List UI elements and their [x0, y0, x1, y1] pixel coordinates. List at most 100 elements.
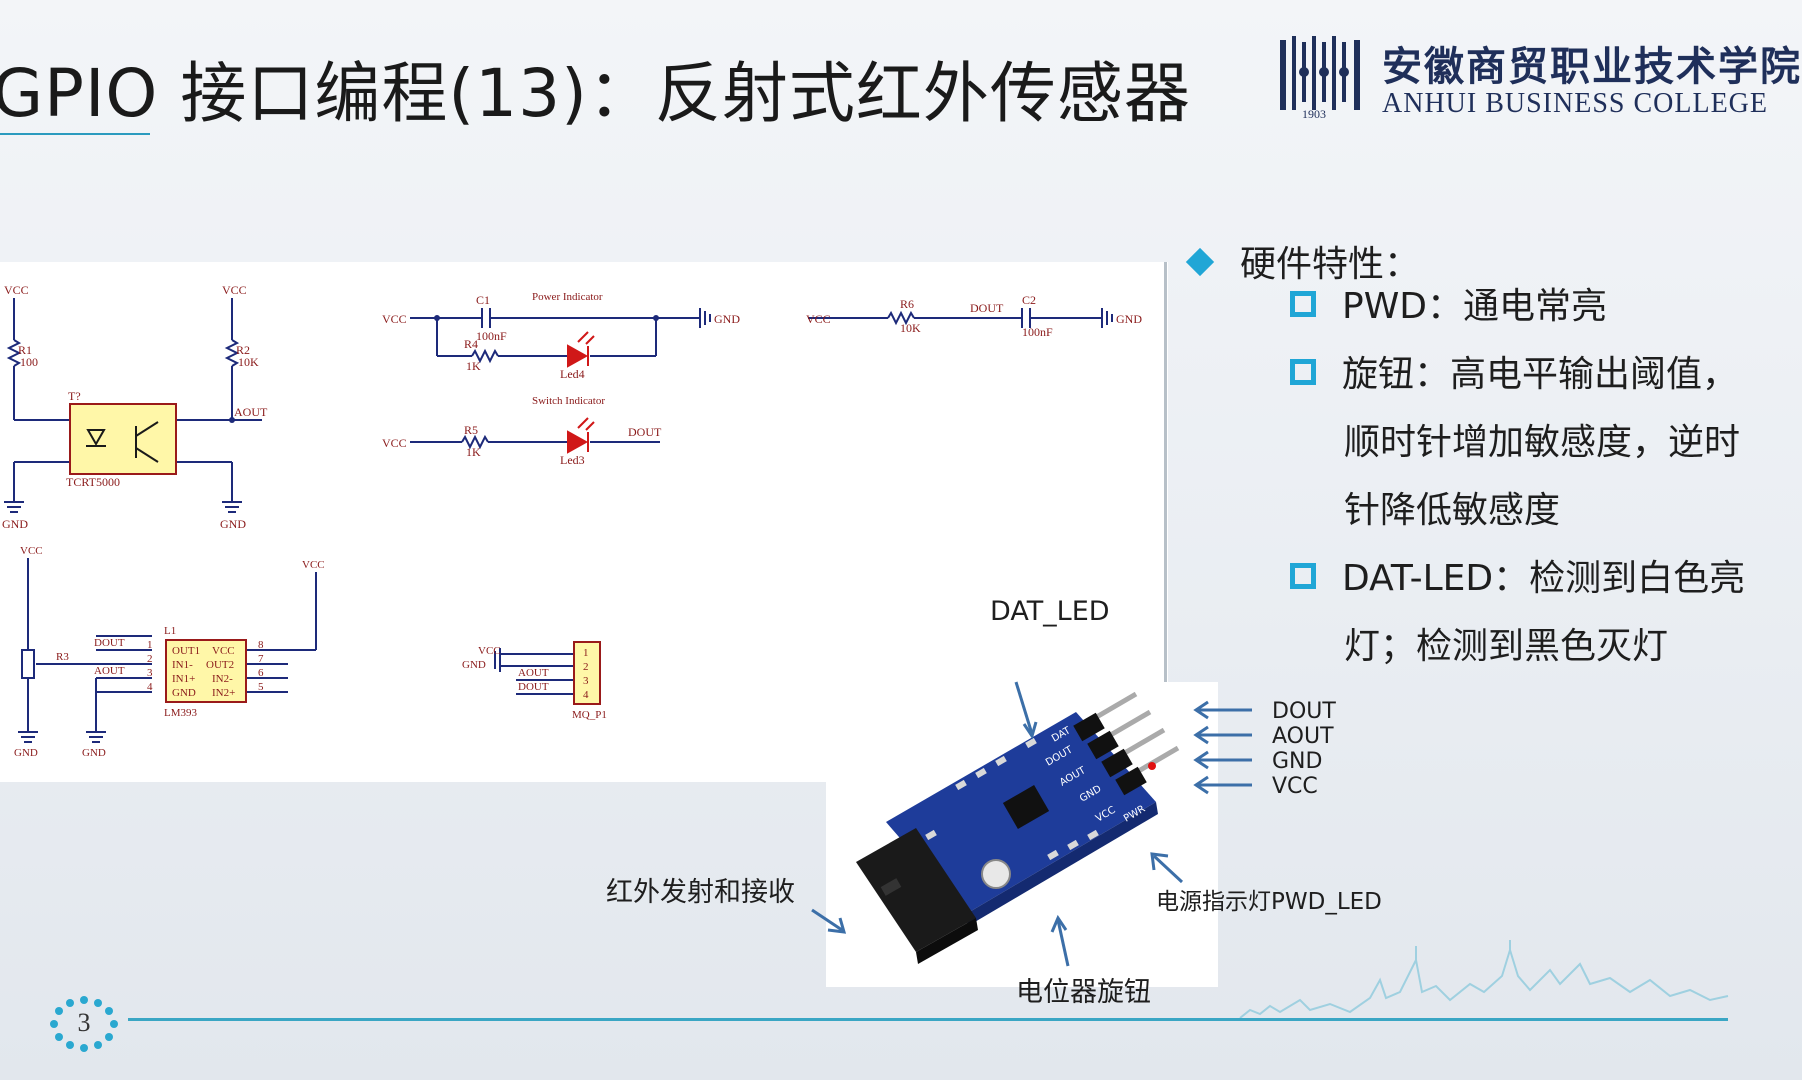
feature-item-knob: 旋钮：高电平输出阈值， [1290, 341, 1738, 409]
ir-label: 红外发射和接收 [606, 877, 795, 908]
logo-year: 1903 [1302, 107, 1326, 121]
mq-pin-2: 2 [583, 661, 589, 673]
mq-pin-3: 3 [583, 675, 589, 687]
label-tcrt: TCRT5000 [66, 475, 120, 489]
label-power-indicator: Power Indicator [532, 291, 603, 303]
pin-label-gnd: GND [1272, 749, 1323, 774]
ic-pin-right-1: VCC [212, 645, 235, 657]
label-c1-val: 100nF [476, 329, 507, 343]
label-r6: R6 [900, 297, 914, 311]
pin-arrows-icon [1193, 700, 1252, 795]
ic-pin-left-2: IN1- [172, 659, 193, 671]
label-gnd-2: GND [220, 517, 246, 531]
page-number: 3 [77, 1008, 91, 1037]
pin-label-aout: AOUT [1272, 724, 1334, 749]
label-vcc-3: VCC [382, 312, 407, 326]
mq-pin-4: 4 [583, 689, 589, 701]
dotted-ring-icon [50, 996, 118, 1052]
label-aout-2: AOUT [94, 665, 125, 677]
sensor-board-image: DAT DOUT AOUT GND VCC PWR [856, 691, 1180, 964]
ic-num-1: 1 [147, 639, 153, 651]
label-r2-val: 10K [238, 355, 259, 369]
square-bullet-icon [1290, 291, 1316, 317]
label-aout-1: AOUT [234, 405, 268, 419]
label-l1: L1 [164, 625, 176, 637]
label-vcc-6: VCC [20, 545, 43, 557]
logo-cn-name: 安徽商贸职业技术学院 [1382, 43, 1802, 90]
label-dout-2: DOUT [970, 301, 1004, 315]
circuit-schematic: VCC VCC R1 100 R2 10K T? TCRT5000 AOUT G… [2, 283, 1142, 759]
title-underline [0, 133, 150, 135]
led4-icon [567, 331, 595, 368]
label-gnd-1: GND [2, 517, 28, 531]
page-number-badge: 3 [46, 994, 122, 1054]
ic-pin-right-2: OUT2 [206, 659, 234, 671]
pot-label: 电位器旋钮 [1016, 977, 1151, 1008]
dat-led-label: DAT_LED [990, 596, 1110, 627]
pin-label-vcc: VCC [1272, 774, 1318, 799]
label-r1: R1 [18, 343, 32, 357]
label-r5: R5 [464, 423, 478, 437]
label-r1-val: 100 [20, 355, 38, 369]
pin-label-dout: DOUT [1272, 699, 1336, 724]
ic-pin-right-3: IN2- [212, 673, 233, 685]
label-t: T? [68, 389, 81, 403]
dat-led-icon [1148, 762, 1156, 770]
college-logo: 1903 安徽商贸职业技术学院 ANHUI BUSINESS COLLEGE [1276, 32, 1800, 122]
feature-heading: 硬件特性： [1185, 235, 1420, 287]
label-gnd-6: GND [82, 747, 106, 759]
ic-num-6: 6 [258, 667, 264, 679]
logo-emblem-icon: 1903 [1280, 36, 1360, 121]
ic-pin-left-4: GND [172, 687, 196, 699]
label-r4-val: 1K [466, 359, 481, 373]
label-aout-3: AOUT [518, 667, 549, 679]
label-switch-indicator: Switch Indicator [532, 395, 605, 407]
label-vcc-8: VCC [478, 645, 501, 657]
label-gnd-5: GND [14, 747, 38, 759]
label-dout-4: DOUT [518, 681, 549, 693]
label-c2: C2 [1022, 293, 1036, 307]
label-dout-1: DOUT [628, 425, 662, 439]
label-r3: R3 [56, 651, 69, 663]
ic-pin-left-3: IN1+ [172, 673, 195, 685]
feature-item-datled: DAT-LED：检测到白色亮 [1290, 545, 1745, 613]
feature-item-pwd: PWD：通电常亮 [1290, 273, 1607, 341]
label-vcc-1: VCC [4, 283, 29, 297]
label-vcc-5: VCC [806, 312, 831, 326]
square-bullet-icon [1290, 359, 1316, 385]
footer-line [128, 1018, 1728, 1021]
led3-icon [567, 417, 595, 454]
feature-item-knob-cont-2: 针降低敏感度 [1344, 490, 1561, 531]
diamond-bullet-icon [1185, 247, 1215, 277]
ic-num-8: 8 [258, 639, 264, 651]
label-r2: R2 [236, 343, 250, 357]
label-vcc-7: VCC [302, 559, 325, 571]
label-gnd-3: GND [714, 312, 740, 326]
label-gnd-7: GND [462, 659, 486, 671]
ic-pin-right-4: IN2+ [212, 687, 235, 699]
feature-item-knob-cont-1: 顺时针增加敏感度，逆时 [1344, 422, 1741, 463]
label-vcc-4: VCC [382, 436, 407, 450]
feature-item-datled-cont: 灯；检测到黑色灭灯 [1344, 626, 1669, 667]
city-skyline-decoration [1239, 940, 1729, 1019]
label-c2-val: 100nF [1022, 325, 1053, 339]
mq-pin-1: 1 [583, 647, 589, 659]
label-vcc-2: VCC [222, 283, 247, 297]
ic-num-4: 4 [147, 681, 153, 693]
arrow-ir-icon [811, 908, 847, 934]
sensor-module-photo: DAT DOUT AOUT GND VCC PWR [826, 682, 1218, 987]
ic-num-5: 5 [258, 681, 264, 693]
label-r4: R4 [464, 337, 478, 351]
label-dout-3: DOUT [94, 637, 125, 649]
ic-num-2: 2 [147, 653, 153, 665]
label-gnd-4: GND [1116, 312, 1142, 326]
label-r5-val: 1K [466, 445, 481, 459]
label-r6-val: 10K [900, 321, 921, 335]
slide-title: GPIO 接口编程(13)：反射式红外传感器 [0, 55, 1191, 132]
label-mq-p1: MQ_P1 [572, 709, 607, 721]
ic-num-7: 7 [258, 653, 264, 665]
ic-pin-left-1: OUT1 [172, 645, 200, 657]
arrow-down-icon [1014, 681, 1038, 740]
logo-en-name: ANHUI BUSINESS COLLEGE [1382, 88, 1768, 119]
arrow-pwd-icon [1150, 852, 1184, 884]
